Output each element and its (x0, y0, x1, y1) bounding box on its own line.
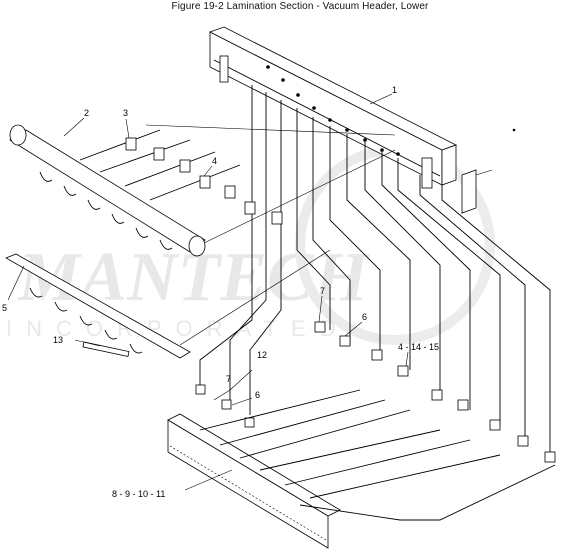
upper-header-frame (208, 26, 516, 214)
manifold-tube-end-left (9, 124, 27, 146)
callout-1: 1 (392, 85, 397, 95)
frame-bracket-right (421, 157, 433, 189)
leader-41415 (405, 351, 409, 367)
tube-10 (397, 158, 501, 425)
guide-line-a (145, 124, 396, 136)
lower-plenum-box (167, 389, 556, 549)
connector-fittings-upper (125, 137, 283, 225)
leader-891011 (184, 469, 233, 491)
rail-body (5, 253, 191, 359)
connector-fittings-lower (195, 321, 556, 463)
callout-4: 4 (212, 156, 217, 166)
rail-hose-loops (29, 287, 143, 354)
fitting-i (489, 419, 501, 431)
strip-13 (82, 341, 130, 357)
tube-4 (296, 108, 331, 330)
fitting-6-lower (221, 399, 232, 410)
guide-line-c (179, 249, 331, 346)
callout-7-upper: 7 (320, 286, 325, 296)
fitting-4-14-15 (397, 365, 409, 377)
frame-top-edge (208, 26, 458, 151)
fitting-f (371, 349, 383, 361)
watermark: MANTECH INCORPORATED (6, 145, 495, 345)
figure-title: Figure 19-2 Lamination Section - Vacuum … (0, 1, 572, 12)
lower-manifold-rail (5, 253, 191, 359)
leader-7b (213, 389, 231, 401)
watermark-subtitle: INCORPORATED (6, 316, 350, 341)
fitting-d (244, 201, 256, 215)
fitting-l (244, 417, 255, 428)
leader-1 (369, 93, 393, 105)
leader-13 (74, 339, 101, 347)
frame-front-plate (209, 31, 443, 186)
fitting-a (153, 147, 165, 161)
plenum-return-line (299, 464, 556, 521)
leader-6a (344, 321, 363, 337)
fitting-e (271, 211, 283, 225)
callout-12: 12 (257, 350, 267, 360)
tube-6 (329, 126, 381, 355)
callout-5: 5 (2, 303, 7, 313)
tube-12 (441, 185, 551, 460)
leader-2 (63, 117, 85, 137)
cover-plate-screw (475, 169, 493, 176)
frame-bracket-left (219, 55, 229, 83)
leader-lines (7, 93, 409, 491)
fitting-7-lower (195, 384, 206, 395)
callout-6-lower: 6 (255, 390, 260, 400)
tube-11 (419, 175, 526, 445)
fitting-b (179, 159, 191, 173)
upper-manifold (9, 124, 241, 257)
leader-7a (318, 295, 323, 323)
frame-end-cap (441, 144, 457, 186)
tube-3 (249, 100, 282, 415)
manifold-tube-end-right (188, 235, 206, 257)
callout-4-14-15: 4 - 14 - 15 (398, 342, 439, 352)
fitting-k (544, 451, 556, 463)
plenum-tube-connectors (199, 389, 501, 499)
leader-6b (231, 397, 253, 406)
guide-line-b (199, 149, 396, 246)
callout-3: 3 (123, 108, 128, 118)
fitting-6-upper (339, 335, 351, 347)
callout-2: 2 (84, 108, 89, 118)
tube-5 (312, 117, 351, 345)
tube-2 (229, 92, 267, 400)
fitting-3 (125, 137, 137, 151)
fitting-c (224, 185, 236, 199)
fitting-j (517, 435, 529, 447)
cover-plate (461, 169, 477, 214)
tube-8 (364, 142, 441, 395)
tube-7 (346, 134, 411, 370)
fitting-7-upper (314, 321, 326, 333)
callout-labels: 1 2 3 4 5 6 6 7 7 12 13 4 - 14 - 15 8 - … (2, 85, 439, 499)
leader-12 (229, 369, 253, 391)
manifold-tube-body (9, 129, 206, 253)
plenum-front-face (167, 419, 329, 549)
figure-title-text: Figure 19-2 Lamination Section - Vacuum … (171, 1, 429, 12)
callout-6-upper: 6 (362, 312, 367, 322)
leader-3 (125, 118, 130, 139)
leader-5 (7, 265, 25, 301)
leader-4 (203, 165, 213, 177)
tube-9 (381, 150, 471, 410)
manifold-hose-loops (39, 171, 173, 250)
manifold-connector-lines (79, 129, 241, 201)
fitting-4 (199, 175, 211, 189)
callout-8-9-10-11: 8 - 9 - 10 - 11 (112, 489, 165, 499)
callout-13: 13 (53, 335, 63, 345)
frame-lower-rail (213, 59, 441, 177)
fitting-h (457, 399, 469, 411)
callout-7-lower: 7 (226, 374, 231, 384)
fitting-g (431, 389, 443, 401)
